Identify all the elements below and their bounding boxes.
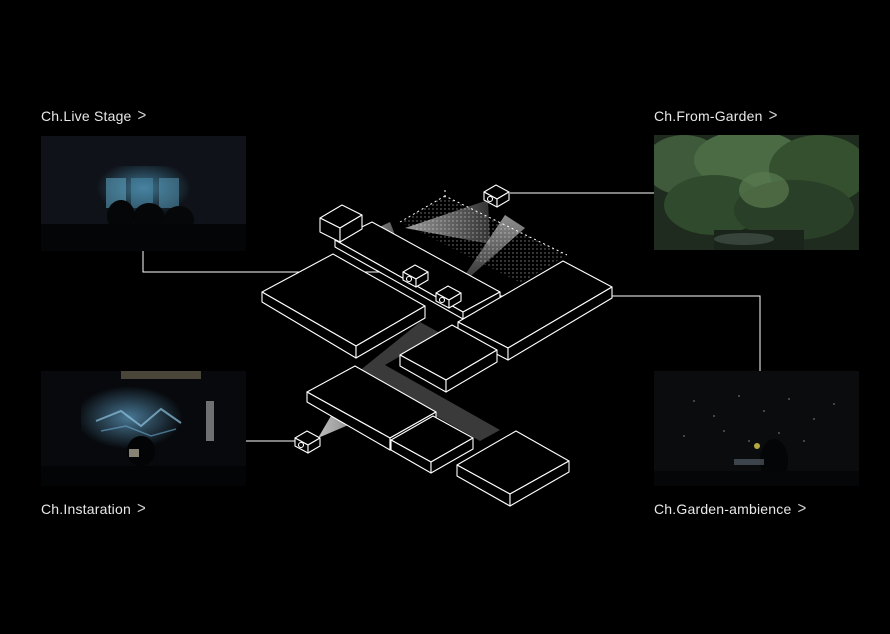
projection-beam-camera-2 (455, 215, 525, 290)
thumbnail-from-garden[interactable] (654, 135, 859, 250)
installation-block (306, 365, 437, 451)
projection-beam-garden (405, 200, 490, 244)
venue-blocks (261, 204, 613, 507)
booth-box (319, 204, 363, 243)
projection-beam-installation (318, 392, 402, 438)
projection-beam-stage (345, 222, 408, 268)
channel-link-live-stage[interactable]: Ch.Live Stage > (41, 106, 147, 125)
chevron-right-icon: > (797, 499, 807, 518)
connector-live-stage (142, 251, 408, 273)
projector-icon (402, 264, 429, 288)
thumbnail-garden-ambience[interactable] (654, 371, 859, 486)
channel-link-instaration[interactable]: Ch.Instaration > (41, 499, 146, 518)
stage-block (334, 221, 501, 320)
channel-label-live-stage: Ch.Live Stage (41, 107, 132, 124)
instaration-image (41, 371, 246, 486)
channel-label-from-garden: Ch.From-Garden (654, 107, 763, 124)
garden-ambience-image (654, 371, 859, 486)
channel-label-garden-ambience: Ch.Garden-ambience (654, 500, 792, 517)
small-block (390, 415, 474, 474)
middle-block (399, 324, 498, 393)
right-long-block (457, 260, 613, 361)
chevron-right-icon: > (136, 499, 146, 518)
thumbnail-instaration[interactable] (41, 371, 246, 486)
chevron-right-icon: > (137, 106, 147, 125)
channel-label-instaration: Ch.Instaration (41, 500, 131, 517)
thumbnail-live-stage[interactable] (41, 136, 246, 251)
chevron-right-icon: > (768, 106, 778, 125)
projector-icon (435, 285, 462, 309)
projector-icon (294, 430, 321, 454)
connector-garden-ambience (458, 295, 761, 371)
corridor-floor (358, 322, 500, 441)
channel-link-garden-ambience[interactable]: Ch.Garden-ambience > (654, 499, 807, 518)
audience-block-large (261, 253, 426, 359)
live-stage-image (41, 136, 246, 251)
camera-icon (483, 184, 510, 208)
garden-screen-area (399, 190, 568, 283)
from-garden-image (654, 135, 859, 250)
bottom-right-block (456, 430, 570, 507)
channel-link-from-garden[interactable]: Ch.From-Garden > (654, 106, 778, 125)
